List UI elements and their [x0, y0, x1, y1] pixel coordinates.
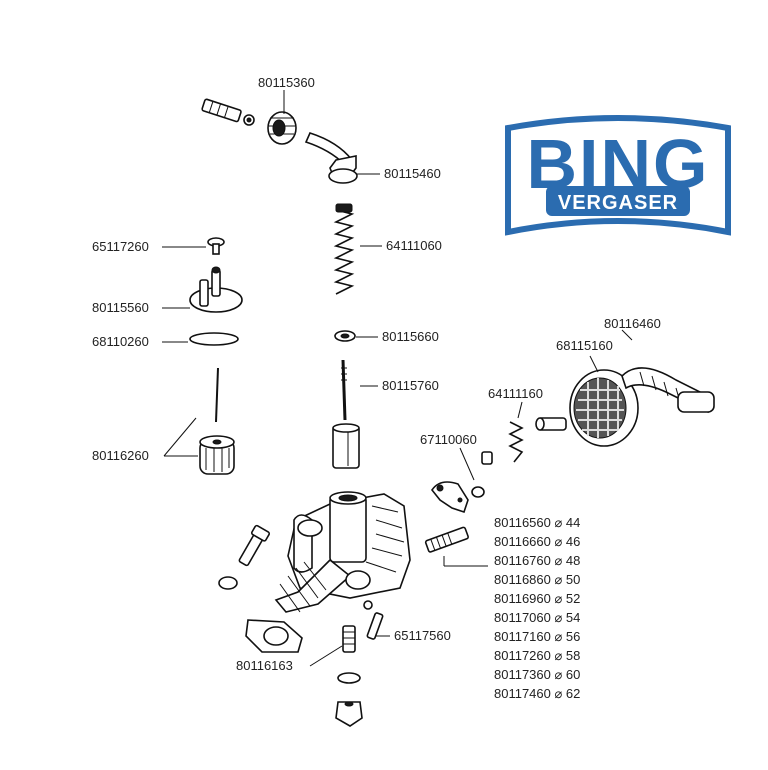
bing-logo: BING VERGASER	[505, 115, 731, 236]
washer-left	[218, 576, 238, 590]
logo-sub: VERGASER	[558, 192, 678, 214]
main-jet	[424, 526, 469, 553]
lever-screw	[481, 451, 493, 465]
jet-size-item: 80117260 ⌀ 58	[494, 648, 580, 663]
label-80115560: 80115560	[92, 300, 149, 315]
float	[199, 435, 235, 475]
jet-size-item: 80116960 ⌀ 52	[494, 591, 580, 606]
jet-size-item: 80117160 ⌀ 56	[494, 629, 580, 644]
label-67110060: 67110060	[420, 432, 477, 447]
label-80115460: 80115460	[384, 166, 441, 181]
jet-needle	[341, 359, 347, 421]
label-80116260: 80116260	[92, 448, 149, 463]
jet-size-item: 80117460 ⌀ 62	[494, 686, 580, 701]
filter-clamp	[621, 367, 715, 414]
jet-size-item: 80116860 ⌀ 50	[494, 572, 580, 587]
label-68115160: 68115160	[556, 338, 613, 353]
label-80115760: 80115760	[382, 378, 439, 393]
throttle-slide	[332, 423, 360, 469]
jet-size-item: 80117060 ⌀ 54	[494, 610, 580, 625]
throttle-spring	[333, 203, 355, 295]
jet-size-item: 80116560 ⌀ 44	[494, 515, 580, 530]
small-nut	[363, 600, 373, 610]
air-filter	[569, 369, 639, 447]
jet-size-item: 80117360 ⌀ 60	[494, 667, 580, 682]
choke-plunger	[535, 417, 567, 431]
elbow-fitting	[304, 132, 358, 184]
float-chamber-cover	[189, 266, 243, 313]
cap-screw	[207, 237, 225, 255]
choke-spring	[508, 421, 524, 463]
carburetor-body	[274, 491, 411, 613]
label-80115360: 80115360	[258, 75, 315, 90]
needle-clip	[334, 330, 356, 342]
choke-lever	[431, 481, 485, 514]
label-80115660: 80115660	[382, 329, 439, 344]
label-68110260: 68110260	[92, 334, 149, 349]
flange-gasket	[245, 619, 303, 653]
jet-size-list: 80116560 ⌀ 44 80116660 ⌀ 46 80116760 ⌀ 4…	[494, 515, 580, 701]
part-labels: 80115360 80115460 65117260 64111060 8011…	[92, 75, 661, 673]
label-80116460: 80116460	[604, 316, 661, 331]
leader-lines	[162, 90, 633, 667]
jet-size-item: 80116760 ⌀ 48	[494, 553, 580, 568]
label-64111160: 64111160	[488, 386, 543, 401]
label-65117560: 65117560	[394, 628, 451, 643]
float-needle	[215, 367, 219, 423]
cover-gasket	[189, 332, 239, 346]
label-80116163: 80116163	[236, 658, 293, 673]
jet-size-item: 80116660 ⌀ 46	[494, 534, 580, 549]
main-jet-holder	[335, 625, 363, 727]
label-64111060: 64111060	[386, 238, 442, 253]
cable-adjuster-assembly	[201, 98, 297, 145]
screw-65117560	[366, 612, 384, 640]
idle-screw	[238, 524, 270, 567]
label-65117260: 65117260	[92, 239, 149, 254]
